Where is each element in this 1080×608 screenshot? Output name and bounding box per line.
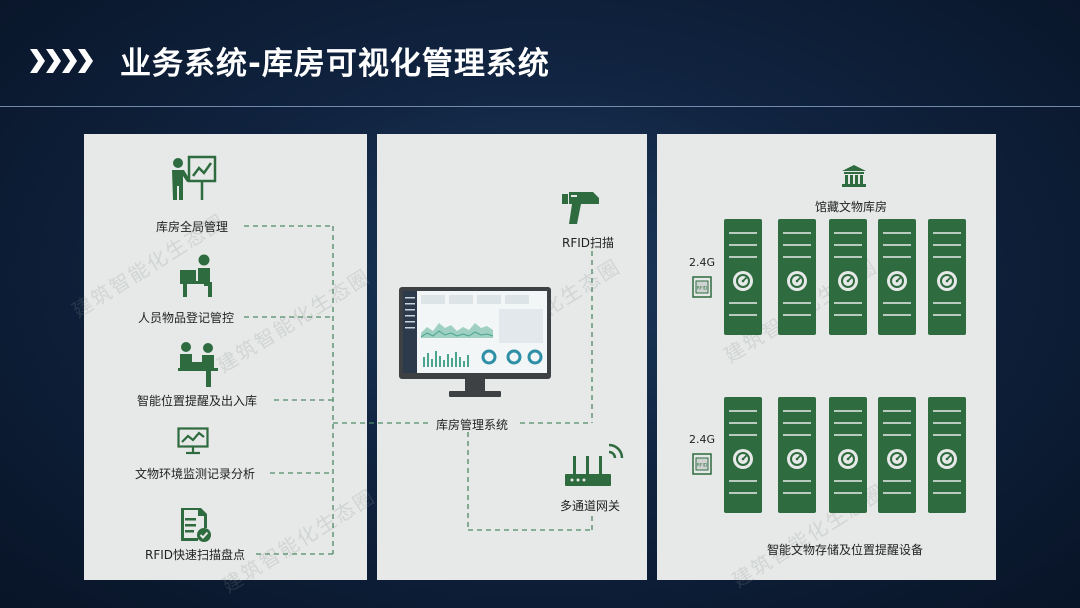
system-label: 库房管理系统 bbox=[436, 416, 508, 433]
monitor-chart-icon bbox=[177, 427, 209, 455]
storage-cabinet-icon bbox=[878, 397, 916, 513]
storage-cabinet-icon bbox=[778, 219, 816, 335]
storage-cabinet-icon bbox=[724, 397, 762, 513]
function-label: 文物环境监测记录分析 bbox=[135, 465, 255, 482]
checklist-icon bbox=[179, 507, 213, 543]
storage-cabinet-icon bbox=[829, 397, 867, 513]
router-gateway-icon bbox=[563, 440, 627, 490]
storage-cabinet-icon bbox=[878, 219, 916, 335]
monitor-dashboard-icon bbox=[399, 287, 551, 403]
frequency-label: 2.4G bbox=[689, 433, 715, 446]
function-label: RFID快速扫描盘点 bbox=[145, 546, 245, 563]
storage-cabinet-icon bbox=[928, 219, 966, 335]
storage-cabinet-icon bbox=[829, 219, 867, 335]
page-title: 业务系统-库房可视化管理系统 bbox=[120, 38, 550, 83]
frequency-label: 2.4G bbox=[689, 256, 715, 269]
storage-cabinet-icon bbox=[778, 397, 816, 513]
chevrons-icon bbox=[30, 46, 94, 76]
header: 业务系统-库房可视化管理系统 bbox=[0, 0, 1080, 106]
header-divider bbox=[0, 106, 1080, 107]
storage-cabinet-icon bbox=[928, 397, 966, 513]
function-label: 人员物品登记管控 bbox=[138, 309, 234, 326]
museum-icon bbox=[841, 164, 867, 188]
desk-person-icon bbox=[178, 252, 218, 298]
storage-cabinet-icon bbox=[724, 219, 762, 335]
storage-device-label: 智能文物存储及位置提醒设备 bbox=[767, 541, 923, 558]
rfid-scanner-icon bbox=[559, 186, 603, 226]
museum-label: 馆藏文物库房 bbox=[815, 198, 887, 215]
meeting-icon bbox=[177, 340, 219, 388]
presentation-icon bbox=[167, 154, 217, 202]
rfid-tag-text: RFID bbox=[697, 463, 708, 469]
function-label: 智能位置提醒及出入库 bbox=[137, 392, 257, 409]
function-label: 库房全局管理 bbox=[156, 218, 228, 235]
rfid-tag-text: RFID bbox=[697, 286, 708, 292]
rfid-tag-icon: RFID bbox=[692, 453, 712, 475]
gateway-label: 多通道网关 bbox=[560, 497, 620, 514]
scanner-label: RFID扫描 bbox=[562, 234, 614, 251]
rfid-tag-icon: RFID bbox=[692, 276, 712, 298]
